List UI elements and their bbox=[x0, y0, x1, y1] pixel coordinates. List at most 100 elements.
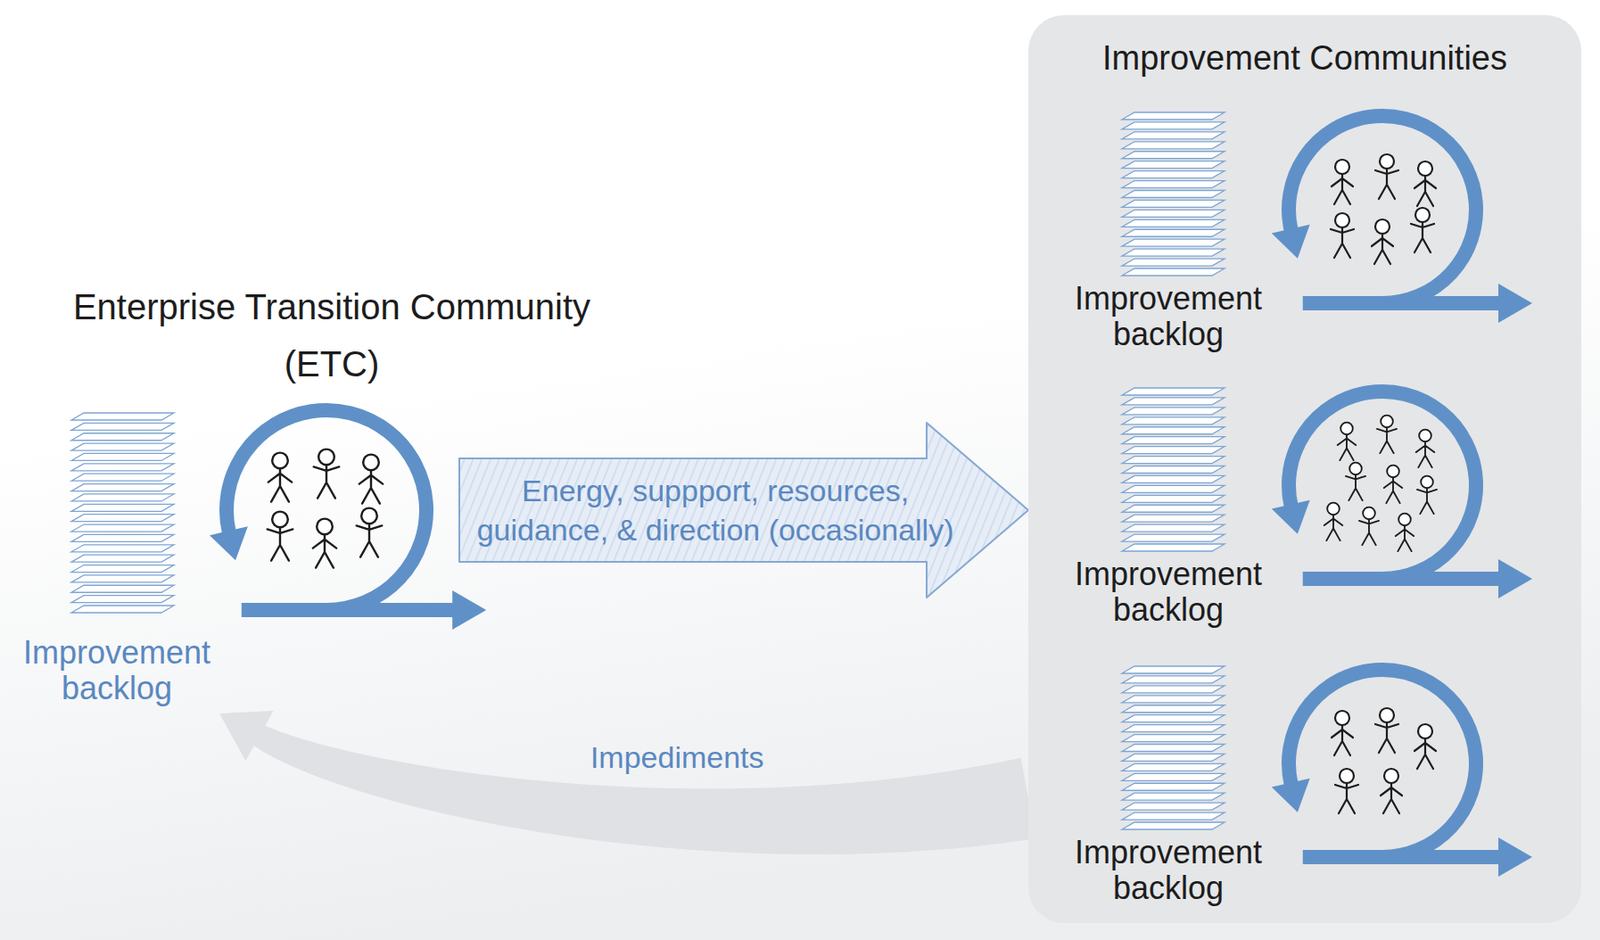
stick-figure bbox=[267, 511, 294, 561]
figure-body bbox=[1330, 227, 1354, 258]
paper-sheet bbox=[1121, 485, 1225, 493]
stick-figure bbox=[1331, 710, 1353, 756]
figure-head bbox=[1379, 154, 1394, 169]
paper-sheet bbox=[1121, 475, 1225, 483]
paper-sheet bbox=[1121, 666, 1225, 674]
paper-sheet bbox=[1121, 753, 1225, 761]
paper-sheet bbox=[1121, 151, 1225, 159]
paper-sheet bbox=[1121, 725, 1225, 733]
stick-figure bbox=[1331, 159, 1353, 205]
cycle-arrow bbox=[1271, 391, 1533, 599]
paper-sheet bbox=[1121, 773, 1225, 781]
figure-head bbox=[1418, 161, 1433, 176]
stick-figure bbox=[356, 508, 383, 558]
paper-sheet bbox=[71, 422, 174, 430]
stick-figure bbox=[359, 454, 383, 504]
paper-sheet bbox=[71, 605, 174, 613]
output-line bbox=[1303, 849, 1502, 865]
stick-figure bbox=[313, 519, 337, 569]
figure-head bbox=[361, 508, 378, 525]
paper-sheet bbox=[1121, 229, 1225, 237]
paper-sheet bbox=[1121, 544, 1225, 552]
figure-body bbox=[1324, 514, 1343, 541]
paper-sheet bbox=[1121, 514, 1225, 522]
cycle-arrow bbox=[1271, 115, 1533, 323]
paper-sheet bbox=[71, 514, 174, 522]
figure-head bbox=[1420, 476, 1434, 489]
figure-head bbox=[1335, 710, 1350, 726]
figure-head bbox=[1335, 159, 1350, 174]
paper-sheet bbox=[1121, 427, 1225, 435]
output-line bbox=[241, 602, 456, 618]
paper-sheet bbox=[71, 554, 174, 562]
figure-body bbox=[1335, 783, 1359, 814]
paper-sheet bbox=[1121, 534, 1225, 542]
paper-sheet bbox=[1121, 209, 1225, 217]
output-arrowhead bbox=[452, 590, 487, 630]
figure-head bbox=[1379, 708, 1394, 723]
figure-head bbox=[1362, 507, 1376, 520]
figure-head bbox=[1327, 503, 1340, 516]
stick-figure bbox=[1384, 465, 1403, 504]
paper-sheet bbox=[71, 412, 174, 421]
stick-figure bbox=[1414, 161, 1436, 207]
paper-sheet bbox=[71, 433, 174, 441]
stick-figure bbox=[1410, 207, 1435, 253]
stick-figure bbox=[1337, 422, 1356, 461]
communities-panel: Improvement CommunitiesImprovement backl… bbox=[1028, 15, 1582, 924]
cycle-arrowhead bbox=[1271, 224, 1311, 259]
paper-sheet bbox=[71, 544, 174, 553]
cycle-arc bbox=[1288, 391, 1477, 579]
paper-sheet bbox=[1121, 181, 1225, 189]
paper-sheet bbox=[71, 524, 174, 532]
connector-group bbox=[219, 422, 1036, 855]
figure-head bbox=[272, 511, 289, 528]
figure-body bbox=[313, 464, 340, 498]
paper-sheet bbox=[71, 585, 174, 593]
paper-sheet bbox=[1121, 812, 1225, 820]
figure-body bbox=[1375, 168, 1399, 199]
stick-figure bbox=[1335, 768, 1359, 814]
stick-figure bbox=[1417, 476, 1437, 515]
paper-sheet bbox=[1121, 446, 1225, 454]
paper-sheet bbox=[1121, 387, 1225, 396]
figure-body bbox=[1414, 175, 1436, 207]
figure-head bbox=[1418, 429, 1432, 443]
paper-stack bbox=[1121, 666, 1225, 830]
panel-heading: Improvement Communities bbox=[1046, 38, 1564, 80]
paper-stack bbox=[1121, 112, 1225, 276]
figure-body bbox=[1395, 525, 1414, 552]
paper-sheet bbox=[71, 565, 174, 573]
figure-head bbox=[1349, 462, 1362, 476]
figure-body bbox=[268, 468, 292, 502]
backlog-label: Improvement backlog bbox=[1061, 556, 1276, 627]
stick-figure bbox=[1395, 513, 1414, 553]
paper-sheet bbox=[1121, 239, 1225, 247]
stick-figure bbox=[1377, 415, 1397, 454]
figure-body bbox=[1337, 434, 1356, 461]
stick-figure bbox=[268, 453, 292, 503]
paper-sheet bbox=[1121, 437, 1225, 445]
paper-sheet bbox=[71, 595, 174, 603]
stick-figure bbox=[1330, 213, 1354, 258]
cycle-arc bbox=[1288, 115, 1477, 304]
stick-figure bbox=[313, 449, 340, 499]
figure-body bbox=[1377, 427, 1397, 454]
paper-sheet bbox=[1121, 676, 1225, 684]
stick-figure bbox=[1371, 219, 1394, 264]
figure-head bbox=[1384, 768, 1399, 784]
figure-head bbox=[362, 454, 380, 471]
figure-body bbox=[313, 534, 337, 568]
paper-sheet bbox=[71, 494, 174, 502]
paper-sheet bbox=[71, 463, 174, 471]
backlog-label: Improvement backlog bbox=[1061, 834, 1276, 906]
figure-head bbox=[316, 519, 333, 536]
improvement-community: Improvement backlog bbox=[1101, 98, 1557, 357]
cycle-arc bbox=[226, 410, 427, 611]
paper-sheet bbox=[1121, 122, 1225, 130]
cycle-arrowhead bbox=[1271, 778, 1311, 813]
figure-body bbox=[1410, 222, 1435, 253]
paper-sheet bbox=[1121, 685, 1225, 693]
paper-sheet bbox=[1121, 802, 1225, 810]
